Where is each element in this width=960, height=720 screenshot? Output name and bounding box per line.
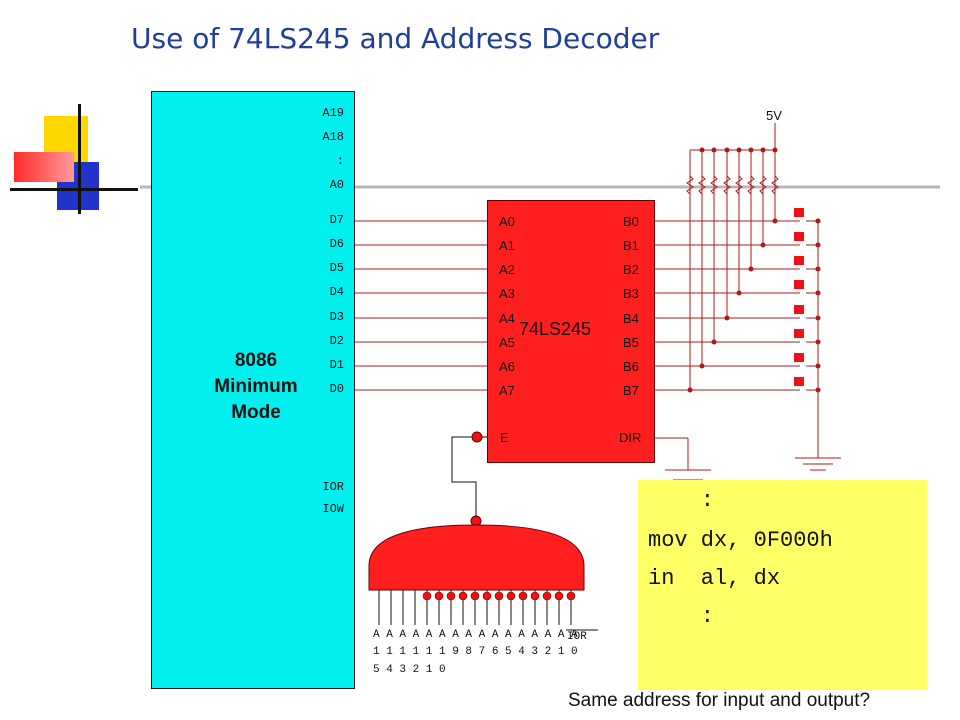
logo-decoration	[10, 100, 140, 215]
cpu-pin-d7: D7	[329, 213, 344, 227]
code-line: :	[648, 604, 715, 629]
chip-pin-b4: B4	[623, 311, 639, 326]
cpu-pin-d3: D3	[329, 310, 344, 324]
chip-pin-enable: E	[500, 430, 509, 445]
chip-name: 74LS245	[519, 319, 592, 339]
cpu-pin-a18: A18	[322, 130, 344, 144]
cpu-pin-ellipsis: :	[336, 154, 344, 168]
chip-pin-dir: DIR	[619, 430, 642, 445]
chip-pin-a4: A4	[499, 311, 515, 326]
chip-pin-b5: B5	[623, 335, 639, 350]
cpu-pin-iow: IOW	[322, 502, 344, 516]
cpu-label-line: 8086	[234, 350, 278, 371]
cpu-pin-d6: D6	[329, 237, 344, 251]
decoder-input-digits: 1 1 1 1 1 1 9 8 7 6 5 4 3 2 1 0	[373, 646, 578, 658]
chip-pin-a2: A2	[499, 262, 515, 277]
cpu-pin-a0: A0	[329, 178, 344, 192]
cpu-pin-d1: D1	[329, 358, 344, 372]
cpu-pin-ior: IOR	[322, 480, 344, 494]
chip-pin-b6: B6	[623, 359, 639, 374]
cpu-pin-d0: D0	[329, 382, 344, 396]
question-caption: Same address for input and output?	[568, 690, 871, 711]
chip-pin-a3: A3	[499, 286, 515, 301]
chip-pin-a0: A0	[499, 214, 515, 229]
chip-pin-a5: A5	[499, 335, 515, 350]
code-line: :	[648, 488, 715, 513]
chip-pin-b7: B7	[623, 383, 639, 398]
chip-pin-a1: A1	[499, 238, 515, 253]
chip-pin-b2: B2	[623, 262, 639, 277]
decoder-input-letters: A A A A A A A A A A A A A A A A	[373, 629, 578, 641]
chip-pin-a6: A6	[499, 359, 515, 374]
code-line: mov dx, 0F000h	[648, 528, 833, 553]
cpu-pin-d4: D4	[329, 285, 344, 299]
cpu-label-line: Mode	[231, 402, 281, 423]
chip-pin-a7: A7	[499, 383, 515, 398]
cpu-pin-d5: D5	[329, 261, 344, 275]
supply-voltage-label: 5V	[766, 108, 782, 123]
cpu-pin-a19: A19	[322, 106, 344, 120]
cpu-label-line: Minimum	[214, 376, 298, 397]
chip-pin-b0: B0	[623, 214, 639, 229]
chip-pin-b3: B3	[623, 286, 639, 301]
decoder-input-digits-2: 5 4 3 2 1 0	[373, 664, 446, 676]
cpu-8086-box	[151, 91, 355, 689]
page-title: Use of 74LS245 and Address Decoder	[131, 22, 660, 55]
code-box	[638, 480, 927, 690]
cpu-label: 8086 Minimum Mode	[196, 348, 316, 426]
decoder-input-ior: IOR	[567, 631, 587, 643]
code-line: in al, dx	[648, 566, 781, 591]
chip-74ls245-box	[487, 200, 655, 463]
cpu-pin-d2: D2	[329, 334, 344, 348]
chip-pin-b1: B1	[623, 238, 639, 253]
